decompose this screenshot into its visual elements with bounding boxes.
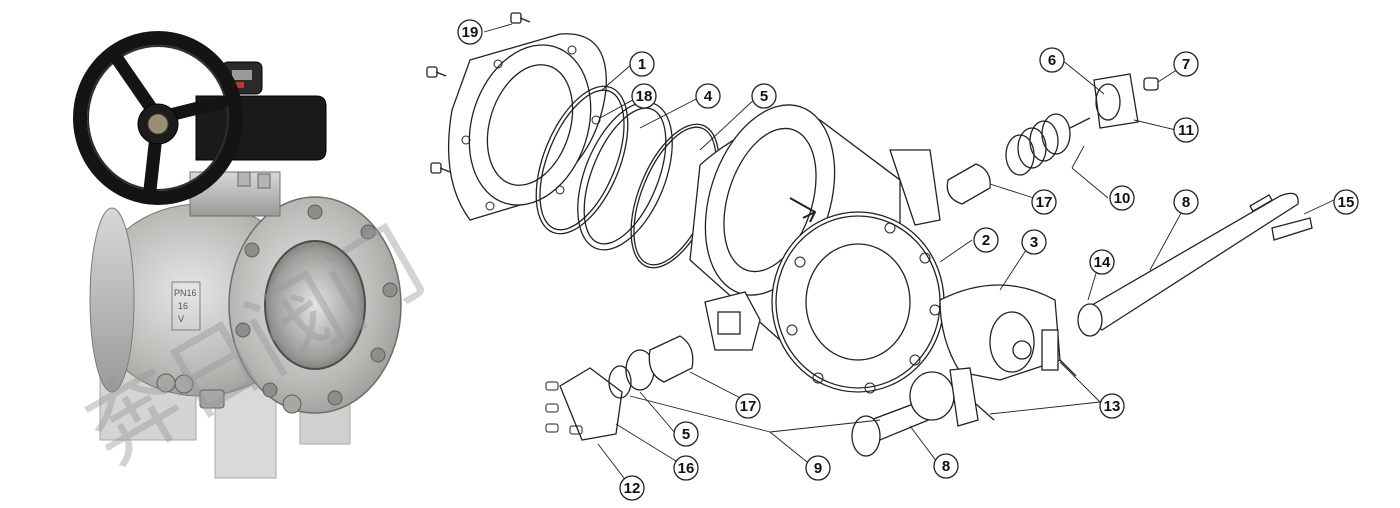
callout-circle <box>1173 51 1199 77</box>
callout-c8b: 8 <box>933 453 959 479</box>
valve-photo: PN16 16 V 奔日阀门 <box>69 31 441 486</box>
callout-c5b: 5 <box>673 421 699 447</box>
callout-c8a: 8 <box>1173 189 1199 215</box>
callout-number: 13 <box>1104 398 1121 415</box>
left-flange <box>89 207 135 393</box>
callout-c14: 14 <box>1089 249 1115 275</box>
callout-circle <box>673 455 699 481</box>
main-body <box>689 104 945 394</box>
callout-circle <box>805 455 831 481</box>
callout-circle <box>631 83 657 109</box>
callout-number: 6 <box>1048 52 1056 69</box>
cover-flange <box>447 33 607 221</box>
callout-c11: 11 <box>1173 117 1199 143</box>
callout-c7: 7 <box>1173 51 1199 77</box>
callout-circle <box>1031 189 1057 215</box>
bottom-bolts <box>156 373 302 414</box>
marking-line-2: 16 <box>178 301 188 311</box>
callout-number: 15 <box>1338 194 1355 211</box>
callout-c19: 19 <box>457 19 483 45</box>
callout-number: 11 <box>1178 122 1194 139</box>
callout-number: 18 <box>636 88 653 105</box>
callout-number: 16 <box>678 460 695 477</box>
callout-number: 17 <box>1036 194 1053 211</box>
callout-number: 2 <box>982 232 990 249</box>
callout-circle <box>933 453 959 479</box>
packing-assembly <box>946 73 1159 205</box>
callout-number: 9 <box>814 460 822 477</box>
spring <box>1005 113 1091 176</box>
callout-c1: 1 <box>629 51 655 77</box>
callout-c18: 18 <box>631 83 657 109</box>
callout-circle <box>1109 185 1135 211</box>
callout-number: 10 <box>1114 190 1131 207</box>
marking-line-1: PN16 <box>174 288 197 298</box>
callout-number: 8 <box>942 458 950 475</box>
callout-circle <box>1039 47 1065 73</box>
callout-number: 17 <box>740 398 757 415</box>
callout-circle <box>1099 393 1125 419</box>
callout-circle <box>973 227 999 253</box>
callout-circle <box>1089 249 1115 275</box>
handwheel <box>73 31 243 205</box>
callout-c12: 12 <box>619 475 645 501</box>
callout-circle <box>1173 117 1199 143</box>
callout-layer: 19 1 18 4 5 6 7 11 17 10 8 15 2 3 14 17 5 16 12 9 8 13 <box>457 19 1359 501</box>
yoke <box>939 284 1077 421</box>
callout-circle <box>1333 189 1359 215</box>
callout-circle <box>1173 189 1199 215</box>
callout-c10: 10 <box>1109 185 1135 211</box>
callout-circle <box>735 393 761 419</box>
callout-number: 3 <box>1030 234 1038 251</box>
callout-number: 5 <box>682 426 690 443</box>
callout-number: 4 <box>704 88 713 105</box>
callout-circle <box>1021 229 1047 255</box>
flange-bore <box>264 240 366 370</box>
callout-c2: 2 <box>973 227 999 253</box>
marking-line-3: V <box>178 314 184 324</box>
callout-number: 12 <box>624 480 641 497</box>
callout-c17a: 17 <box>1031 189 1057 215</box>
callout-c16: 16 <box>673 455 699 481</box>
callout-number: 19 <box>462 24 479 41</box>
callout-number: 8 <box>1182 194 1190 211</box>
bonnet-bolts <box>237 171 271 189</box>
callout-number: 1 <box>638 56 646 73</box>
stem <box>1077 192 1313 337</box>
callout-c9: 9 <box>805 455 831 481</box>
callout-c4: 4 <box>695 83 721 109</box>
callout-c13: 13 <box>1099 393 1125 419</box>
callout-c17b: 17 <box>735 393 761 419</box>
callout-c5a: 5 <box>751 83 777 109</box>
callout-c15: 15 <box>1333 189 1359 215</box>
callout-circle <box>619 475 645 501</box>
callout-c3: 3 <box>1021 229 1047 255</box>
trunnion <box>851 367 979 457</box>
callout-c6: 6 <box>1039 47 1065 73</box>
callout-number: 14 <box>1094 254 1111 271</box>
callout-circle <box>629 51 655 77</box>
callout-number: 5 <box>760 88 768 105</box>
body-marking: PN16 16 V <box>171 281 201 331</box>
callout-circle <box>751 83 777 109</box>
flange-bolt-holes <box>235 204 398 406</box>
callout-circle <box>457 19 483 45</box>
callout-number: 7 <box>1182 56 1190 73</box>
callout-circle <box>695 83 721 109</box>
exploded-diagram <box>426 12 1335 487</box>
callout-circle <box>673 421 699 447</box>
bottom-cover-group <box>545 335 694 441</box>
